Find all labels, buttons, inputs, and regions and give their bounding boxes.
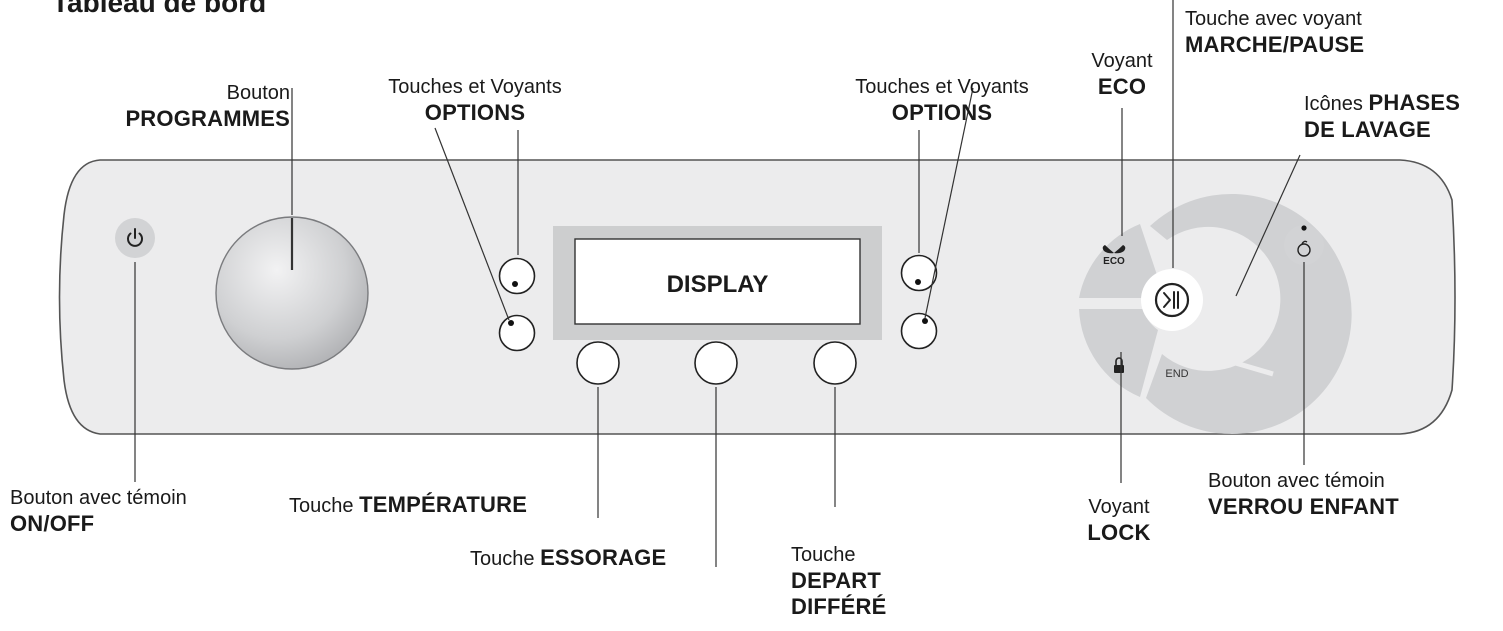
option-button-right-bottom bbox=[900, 312, 938, 350]
label-marche-pause: Touche avec voyant MARCHE/PAUSE bbox=[1185, 8, 1365, 57]
option-button-right-top bbox=[900, 254, 938, 292]
display-screen bbox=[574, 238, 861, 325]
label-verrou-enfant: Bouton avec témoin VERROU ENFANT bbox=[1208, 470, 1399, 519]
option-button-left-top bbox=[498, 257, 536, 295]
label-temperature: Touche TEMPÉRATURE bbox=[289, 492, 528, 517]
leader-lines bbox=[134, 0, 1305, 567]
label-essorage: Touche ESSORAGE bbox=[470, 545, 667, 570]
label-phases: Icônes PHASES DE LAVAGE bbox=[1304, 90, 1461, 142]
temperature-button bbox=[576, 341, 620, 385]
eco-icon-label: ECO bbox=[1103, 256, 1125, 267]
child-face-icon bbox=[1297, 240, 1311, 257]
label-options-left: Touches et Voyants OPTIONS bbox=[388, 76, 562, 125]
delay-start-button bbox=[813, 341, 857, 385]
label-eco: Voyant ECO bbox=[1091, 50, 1153, 99]
leaf-icon bbox=[1102, 245, 1126, 254]
lock-segment bbox=[1079, 309, 1158, 397]
option-button-left-bottom bbox=[498, 314, 536, 352]
program-knob bbox=[215, 216, 369, 370]
display-text: DISPLAY bbox=[667, 271, 769, 298]
label-programmes: Bouton PROGRAMMES bbox=[125, 82, 290, 131]
label-options-right: Touches et Voyants OPTIONS bbox=[855, 76, 1029, 125]
child-lock-button bbox=[1284, 225, 1324, 265]
power-icon bbox=[127, 228, 143, 247]
label-onoff: Bouton avec témoin ON/OFF bbox=[10, 487, 187, 536]
eco-segment bbox=[1079, 224, 1158, 298]
play-pause-icon bbox=[1163, 291, 1179, 309]
start-pause-button bbox=[1141, 269, 1203, 331]
end-label: END bbox=[1165, 368, 1188, 380]
label-lock: Voyant LOCK bbox=[1087, 496, 1151, 545]
spin-button bbox=[694, 341, 738, 385]
label-depart-differe: Touche DEPART DIFFÉRÉ bbox=[791, 544, 887, 619]
page-title: Tableau de bord bbox=[52, 0, 267, 18]
